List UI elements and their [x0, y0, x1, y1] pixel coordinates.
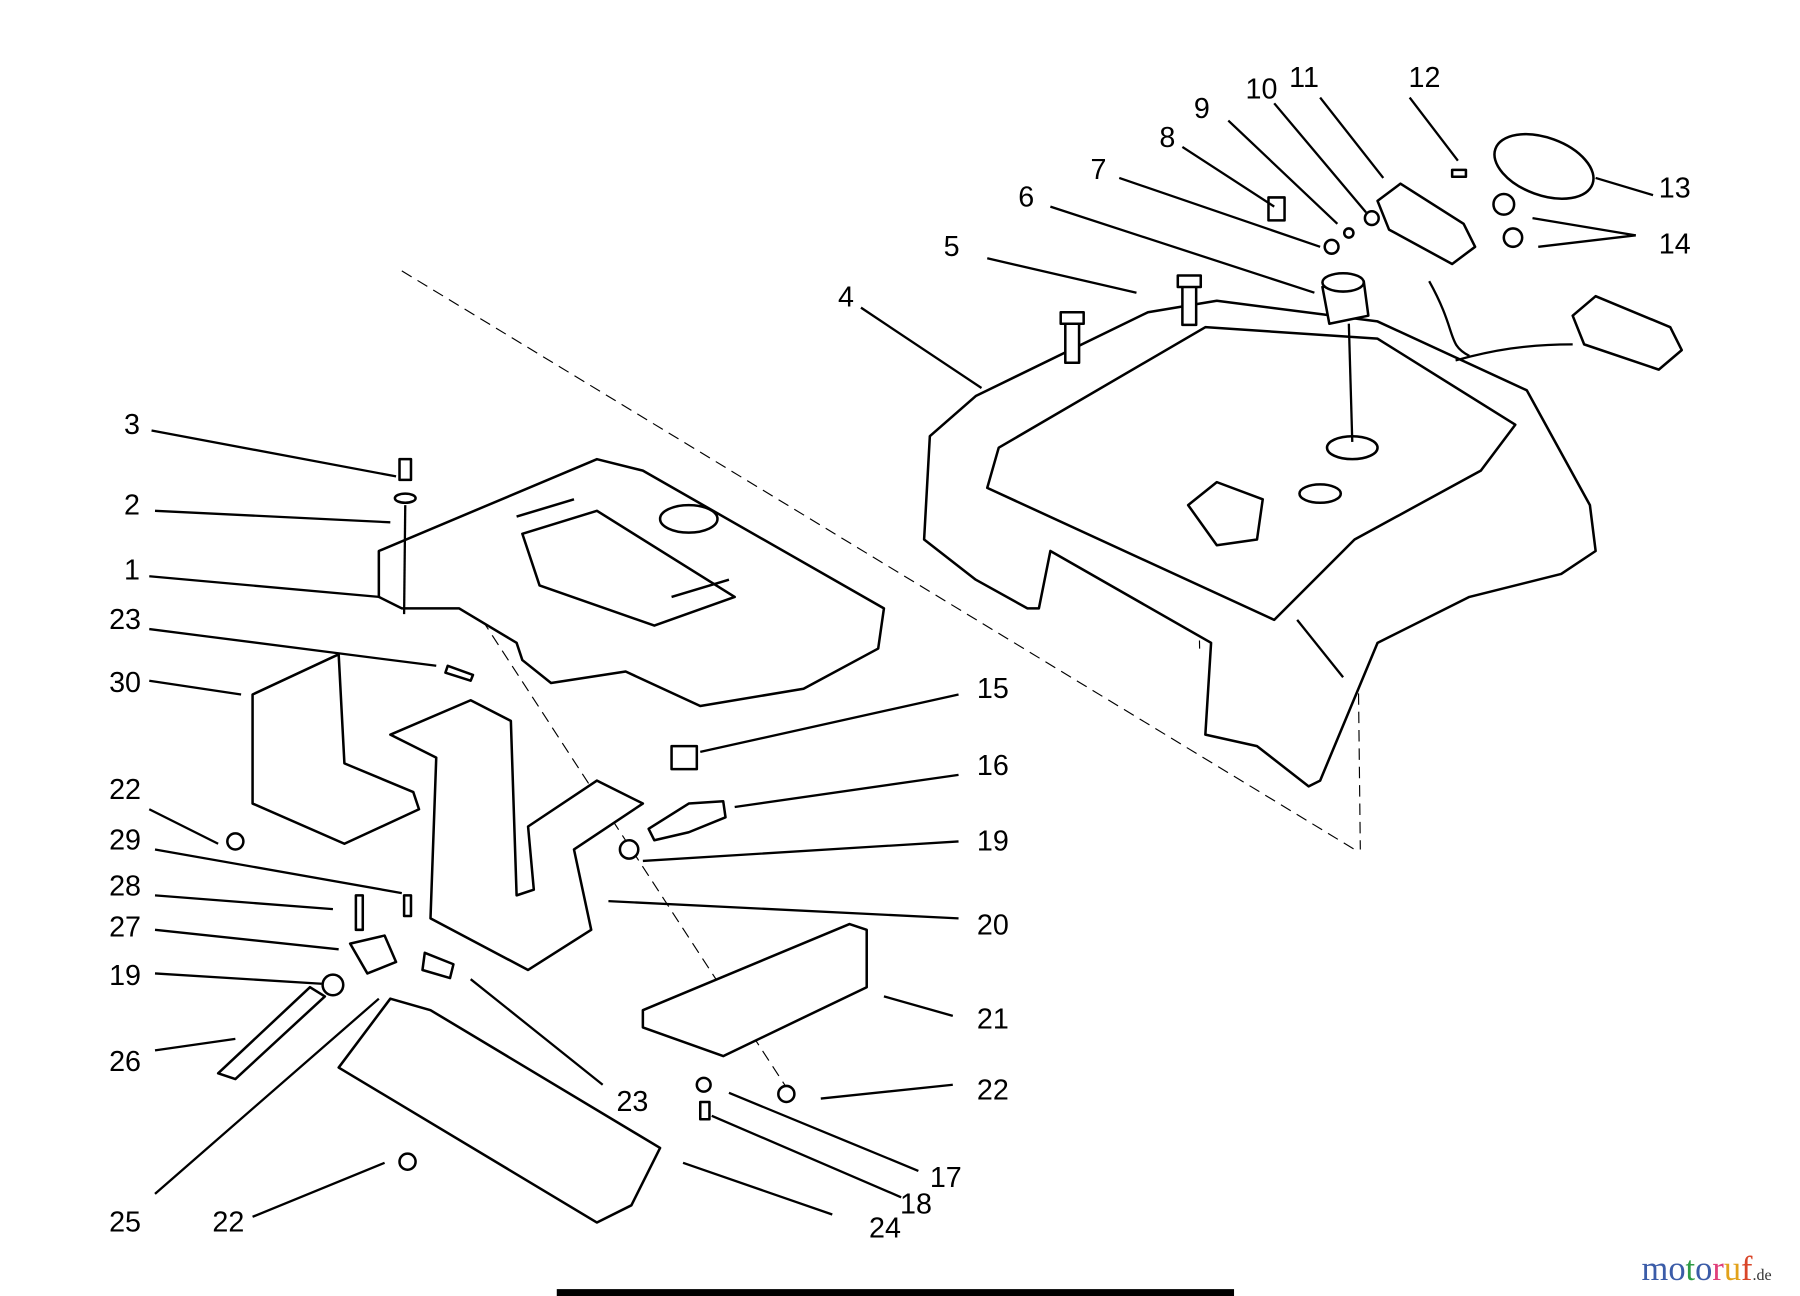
- bracket-parts: [251, 653, 868, 1224]
- label-24: 24: [869, 1212, 901, 1244]
- label-28: 28: [109, 870, 141, 902]
- label-17: 17: [930, 1162, 962, 1194]
- fittings: [216, 664, 796, 1171]
- label-29: 29: [109, 824, 141, 856]
- label-8: 8: [1159, 122, 1175, 154]
- fuel-tank-part: [377, 457, 886, 708]
- label-25: 25: [109, 1207, 141, 1239]
- leader-lines: [148, 96, 1654, 1218]
- label-13: 13: [1659, 172, 1691, 204]
- label-6: 6: [1018, 182, 1034, 214]
- label-15: 15: [977, 673, 1009, 705]
- label-14: 14: [1659, 229, 1691, 261]
- label-27: 27: [109, 912, 141, 944]
- label-20: 20: [977, 909, 1009, 941]
- label-9: 9: [1194, 93, 1210, 125]
- fuel-cap-part: [1321, 271, 1370, 442]
- label-19-right: 19: [977, 826, 1009, 858]
- label-22-bottom: 22: [212, 1207, 244, 1239]
- label-23-lower: 23: [616, 1086, 648, 1118]
- watermark-logo: motoruf.de: [1642, 1250, 1772, 1288]
- label-5: 5: [944, 231, 960, 263]
- label-7: 7: [1091, 154, 1107, 186]
- label-30: 30: [109, 667, 141, 699]
- label-11: 11: [1289, 62, 1319, 94]
- label-22-left: 22: [109, 774, 141, 806]
- label-23-upper: 23: [109, 604, 141, 636]
- label-2: 2: [124, 489, 140, 521]
- label-12: 12: [1409, 62, 1441, 94]
- label-3: 3: [124, 409, 140, 441]
- label-16: 16: [977, 750, 1009, 782]
- part-labels: 1 2 3 4 5 6 7 8 9 10 11 12 13 14 15 16 1…: [109, 62, 1691, 1244]
- cut-off-caption: [556, 1289, 1235, 1296]
- label-22-right: 22: [977, 1075, 1009, 1107]
- tank-bolt-part: [393, 457, 417, 615]
- lamp-part: [1267, 132, 1683, 371]
- label-10: 10: [1246, 74, 1278, 106]
- bolt-part: [1059, 274, 1203, 365]
- label-19-left: 19: [109, 960, 141, 992]
- fender-part: [922, 299, 1597, 788]
- label-18: 18: [900, 1188, 932, 1220]
- label-1: 1: [124, 555, 140, 587]
- label-21: 21: [977, 1004, 1009, 1036]
- label-26: 26: [109, 1046, 141, 1078]
- label-4: 4: [838, 281, 854, 313]
